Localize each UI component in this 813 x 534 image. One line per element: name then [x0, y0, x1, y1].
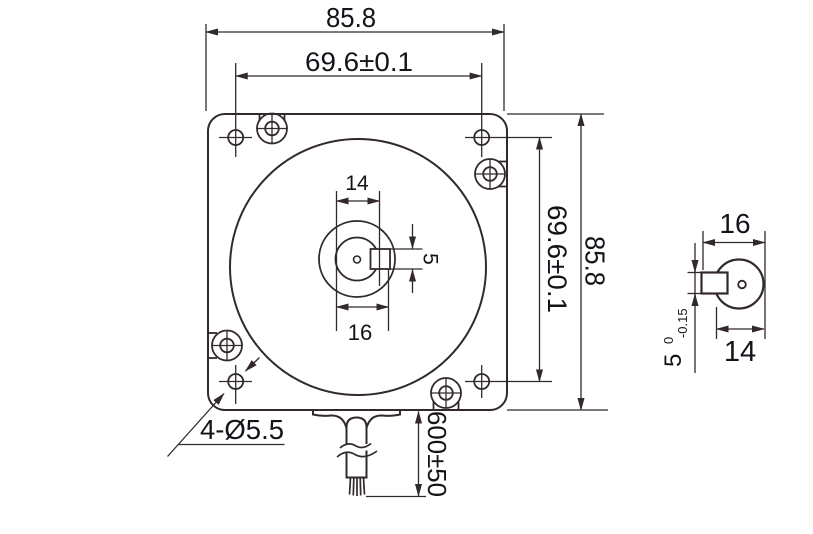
dim-label-key-span: 16 [348, 320, 372, 345]
detail-key-tol-upper: 0 [661, 337, 676, 344]
plate-outline [207, 113, 508, 411]
break-line-2 [336, 450, 378, 458]
strain-relief-right [365, 410, 401, 429]
dimensions-front-view: 85.8 69.6±0.1 85.8 69.6±0.1 14 [167, 2, 611, 498]
shaft-center-hole [352, 255, 362, 264]
shaft-detail-view: 16 14 5 0 -0.15 [652, 208, 766, 373]
detail-dimension-key-width: 5 0 -0.15 [652, 243, 702, 373]
detail-center-hole [737, 279, 747, 290]
dimension-key-span: 16 [335, 269, 390, 345]
detail-dimension-shaft-diameter: 14 [715, 307, 765, 368]
detail-dimension-overall: 16 [702, 208, 766, 339]
dimension-mounting-holes: 4-Ø5.5 [167, 357, 285, 457]
detail-shaft-key [700, 271, 729, 295]
detail-key-width-value: 5 [660, 354, 687, 367]
dimension-height-outer: 85.8 [507, 113, 611, 411]
dim-label-width-inner: 69.6±0.1 [305, 47, 413, 77]
detail-dim-label-shaft-diameter: 14 [724, 336, 756, 368]
dim-label-height-inner: 69.6±0.1 [542, 205, 572, 313]
dim-label-cable-length: 600±50 [422, 411, 452, 497]
dimension-width-inner: 69.6±0.1 [234, 47, 483, 157]
lead-wires [348, 477, 366, 496]
strain-relief-left [312, 410, 348, 429]
dim-label-width-outer: 85.8 [326, 2, 376, 33]
dimension-key-width: 5 [390, 224, 442, 293]
detail-dim-label-key-width: 5 0 -0.15 [652, 308, 690, 367]
dimension-height-inner: 69.6±0.1 [535, 136, 572, 383]
detail-key-tol-lower: -0.15 [675, 308, 690, 338]
cable-lower [345, 450, 368, 479]
motor-face-circle [229, 138, 487, 396]
shaft-boss-circle [318, 220, 396, 298]
shaft-key [369, 248, 391, 270]
dim-label-height-outer: 85.8 [580, 236, 611, 286]
cable-upper [345, 416, 368, 444]
detail-dim-label-overall: 16 [719, 208, 750, 239]
corner-screw-top-right [474, 158, 507, 190]
corner-screw-top-left [256, 112, 288, 145]
dimension-width-outer: 85.8 [205, 2, 505, 111]
cable-assembly [312, 410, 401, 496]
corner-screw-bottom-left [208, 329, 243, 362]
corner-screw-bottom-right [430, 377, 462, 410]
dimension-cable-length: 600±50 [366, 410, 452, 498]
dim-label-mounting-holes: 4-Ø5.5 [200, 414, 284, 445]
dim-label-key-width: 5 [419, 253, 442, 265]
break-line-1 [339, 442, 372, 449]
mounting-hole-bottom-left [219, 365, 252, 404]
dim-label-shaft-diameter: 14 [345, 172, 369, 195]
